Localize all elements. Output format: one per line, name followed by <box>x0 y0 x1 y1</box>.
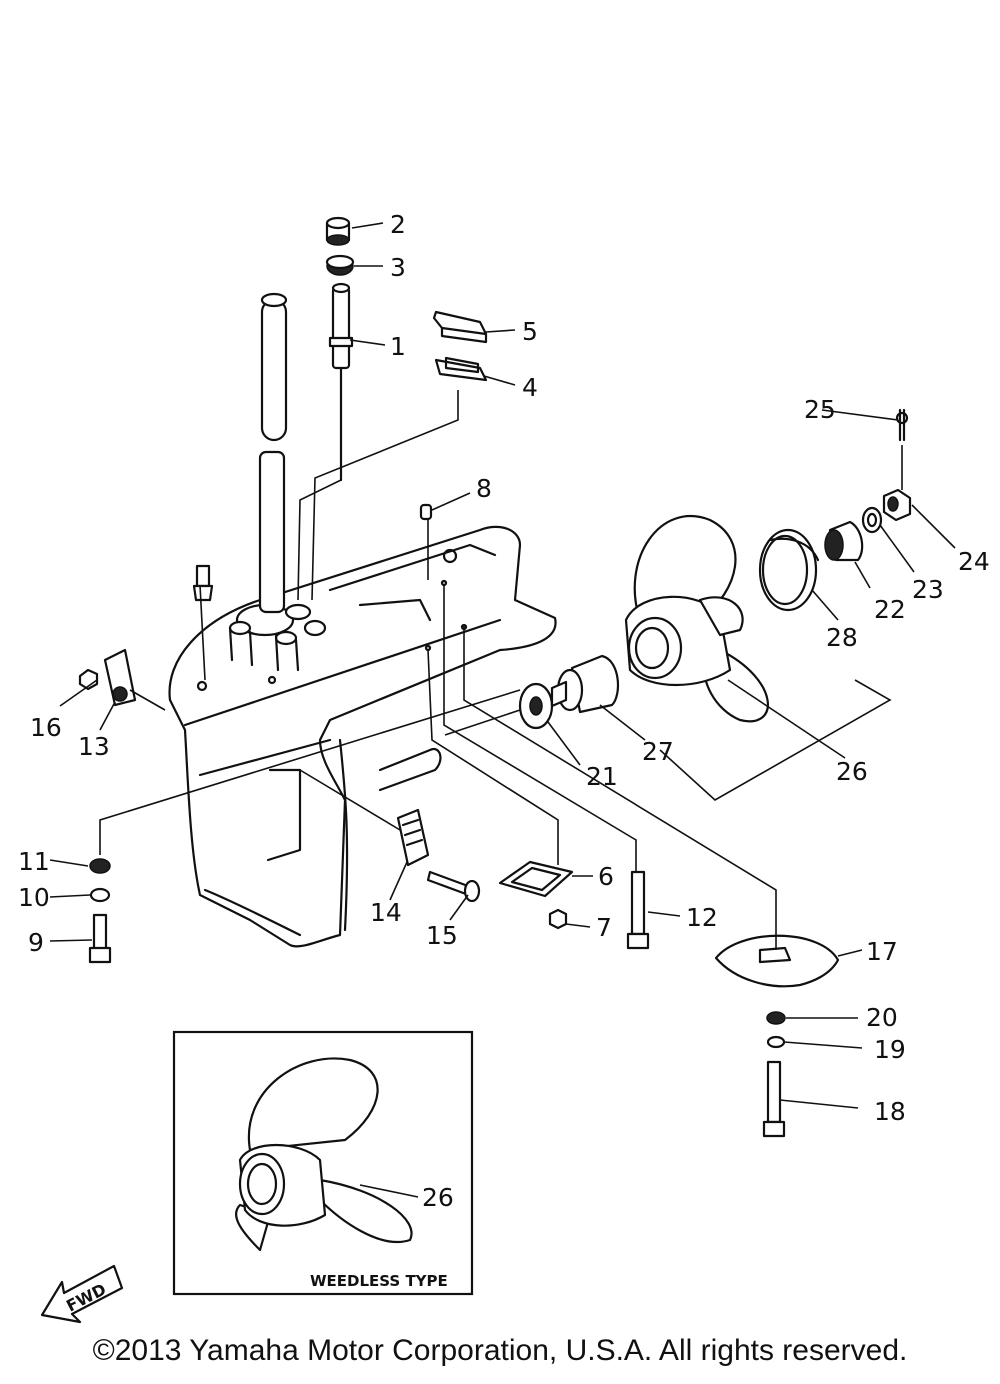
anode-part-13 <box>103 648 137 707</box>
callout-1: 1 <box>390 332 406 361</box>
callout-26: 26 <box>836 757 868 786</box>
nut-part-16 <box>78 668 99 691</box>
cotter-pin-part-25 <box>895 408 909 442</box>
spacer-part-28 <box>758 528 820 612</box>
weedless-inset: 26 WEEDLESS TYPE <box>172 1030 474 1296</box>
anode-part-14 <box>396 808 430 867</box>
lower-case <box>168 525 557 948</box>
callout-3: 3 <box>390 253 406 282</box>
bolt-part-9 <box>88 913 112 964</box>
callout-9: 9 <box>28 928 44 957</box>
small-bolt-upper <box>192 564 214 602</box>
callout-numbers: 1 2 3 4 5 6 7 8 9 10 11 12 13 14 15 16 1… <box>18 210 990 1126</box>
washer-part-19 <box>766 1035 786 1049</box>
washer-part-20 <box>766 1011 786 1025</box>
plug-part-8 <box>419 503 433 521</box>
screw-part-7 <box>548 908 568 930</box>
propeller-part-26 <box>624 514 769 723</box>
callout-19: 19 <box>874 1035 906 1064</box>
callout-12: 12 <box>686 903 718 932</box>
callout-23: 23 <box>912 575 944 604</box>
callout-6: 6 <box>598 862 614 891</box>
spacer-part-27 <box>550 654 619 714</box>
copyright-notice: ©2013 Yamaha Motor Corporation, U.S.A. A… <box>92 1334 908 1367</box>
callout-7: 7 <box>596 913 612 942</box>
callout-25: 25 <box>804 395 836 424</box>
callout-8: 8 <box>476 474 492 503</box>
inset-callout-26: 26 <box>422 1183 454 1212</box>
callout-21: 21 <box>586 762 618 791</box>
callout-15: 15 <box>426 921 458 950</box>
washer-part-10 <box>89 887 111 903</box>
callout-20: 20 <box>866 1003 898 1032</box>
callout-5: 5 <box>522 317 538 346</box>
bolt-part-18 <box>762 1060 786 1138</box>
nut-part-11 <box>89 858 111 874</box>
callout-10: 10 <box>18 883 50 912</box>
washer-part-23 <box>861 506 883 534</box>
callout-24: 24 <box>958 547 990 576</box>
drive-shaft <box>258 292 288 614</box>
shift-rod <box>328 282 354 482</box>
weedless-type-label: WEEDLESS TYPE <box>310 1272 448 1290</box>
grommet-part-4 <box>434 356 488 382</box>
callout-11: 11 <box>18 847 50 876</box>
bushing-part-2 <box>325 216 351 246</box>
seal-part-3 <box>325 254 355 276</box>
bolt-part-15 <box>426 870 481 903</box>
plate-part-6 <box>498 860 574 898</box>
callout-18: 18 <box>874 1097 906 1126</box>
callout-16: 16 <box>30 713 62 742</box>
leader-lines <box>49 222 956 1109</box>
callout-28: 28 <box>826 623 858 652</box>
callout-13: 13 <box>78 732 110 761</box>
callout-2: 2 <box>390 210 406 239</box>
trim-tab-part-17 <box>714 934 840 988</box>
nut-part-24 <box>882 488 912 522</box>
plate-part-5 <box>432 310 488 344</box>
fwd-arrow: FWD <box>40 1264 124 1324</box>
callout-22: 22 <box>874 595 906 624</box>
callout-14: 14 <box>370 898 402 927</box>
callout-27: 27 <box>642 737 674 766</box>
bolt-part-12 <box>626 870 650 950</box>
callout-4: 4 <box>522 373 538 402</box>
washer-part-22 <box>824 520 864 562</box>
callout-17: 17 <box>866 937 898 966</box>
thrust-washer-part-21 <box>518 682 554 730</box>
